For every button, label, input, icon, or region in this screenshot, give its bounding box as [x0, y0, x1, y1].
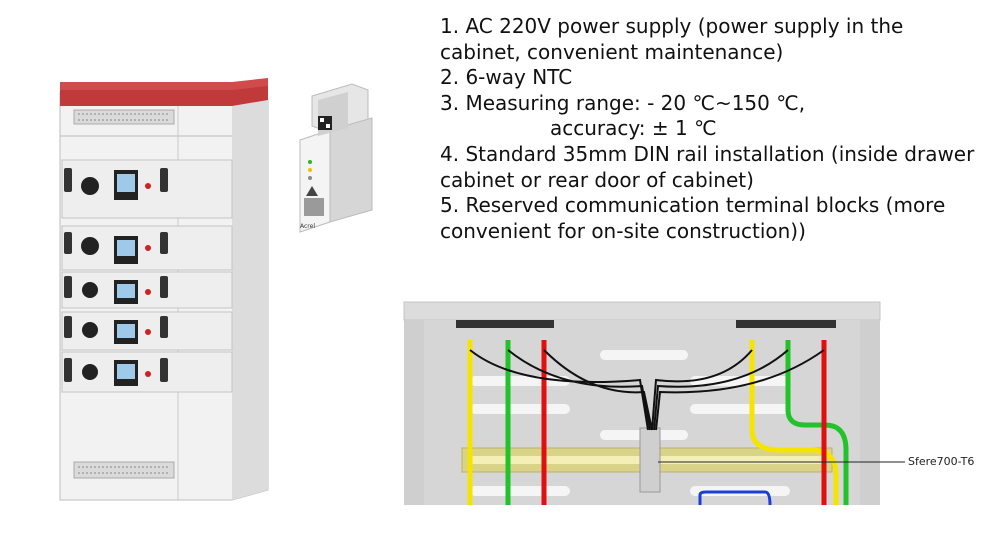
- warning-icon: [306, 186, 318, 196]
- wiring-diagram-photo: [403, 301, 905, 506]
- drawer-unit: [61, 311, 233, 351]
- device-brand: Acrel: [300, 223, 315, 230]
- qr-code-icon: [318, 116, 332, 130]
- feature-item: 5. Reserved communication terminal block…: [440, 193, 946, 243]
- din-rail-device: Acrel: [299, 83, 373, 233]
- top-vent: [73, 109, 175, 125]
- cabinet-top-cover: [60, 78, 268, 106]
- feature-item-line: accuracy: ± 1 ℃: [550, 116, 717, 141]
- feature-list: 1. AC 220V power supply (power supply in…: [440, 14, 980, 244]
- feature-item: 4. Standard 35mm DIN rail installation (…: [440, 141, 975, 192]
- drawer-unit: [61, 225, 233, 271]
- bottom-vent: [73, 461, 175, 479]
- drawer-unit: [61, 351, 233, 393]
- sfere700-t6-module: [639, 427, 661, 493]
- status-led-icon: [308, 160, 312, 180]
- feature-item: 2. 6-way NTC: [440, 65, 573, 90]
- drawer-unit: [61, 159, 233, 219]
- feature-item-line: 3. Measuring range: - 20 ℃~150 ℃,: [440, 90, 806, 115]
- callout-label: Sfere700-T6: [908, 455, 975, 468]
- switchgear-cabinet: [59, 78, 269, 501]
- feature-item: 1. AC 220V power supply (power supply in…: [440, 14, 904, 64]
- drawer-unit: [61, 271, 233, 309]
- feature-item: 3. Measuring range: - 20 ℃~150 ℃, accura…: [440, 91, 980, 142]
